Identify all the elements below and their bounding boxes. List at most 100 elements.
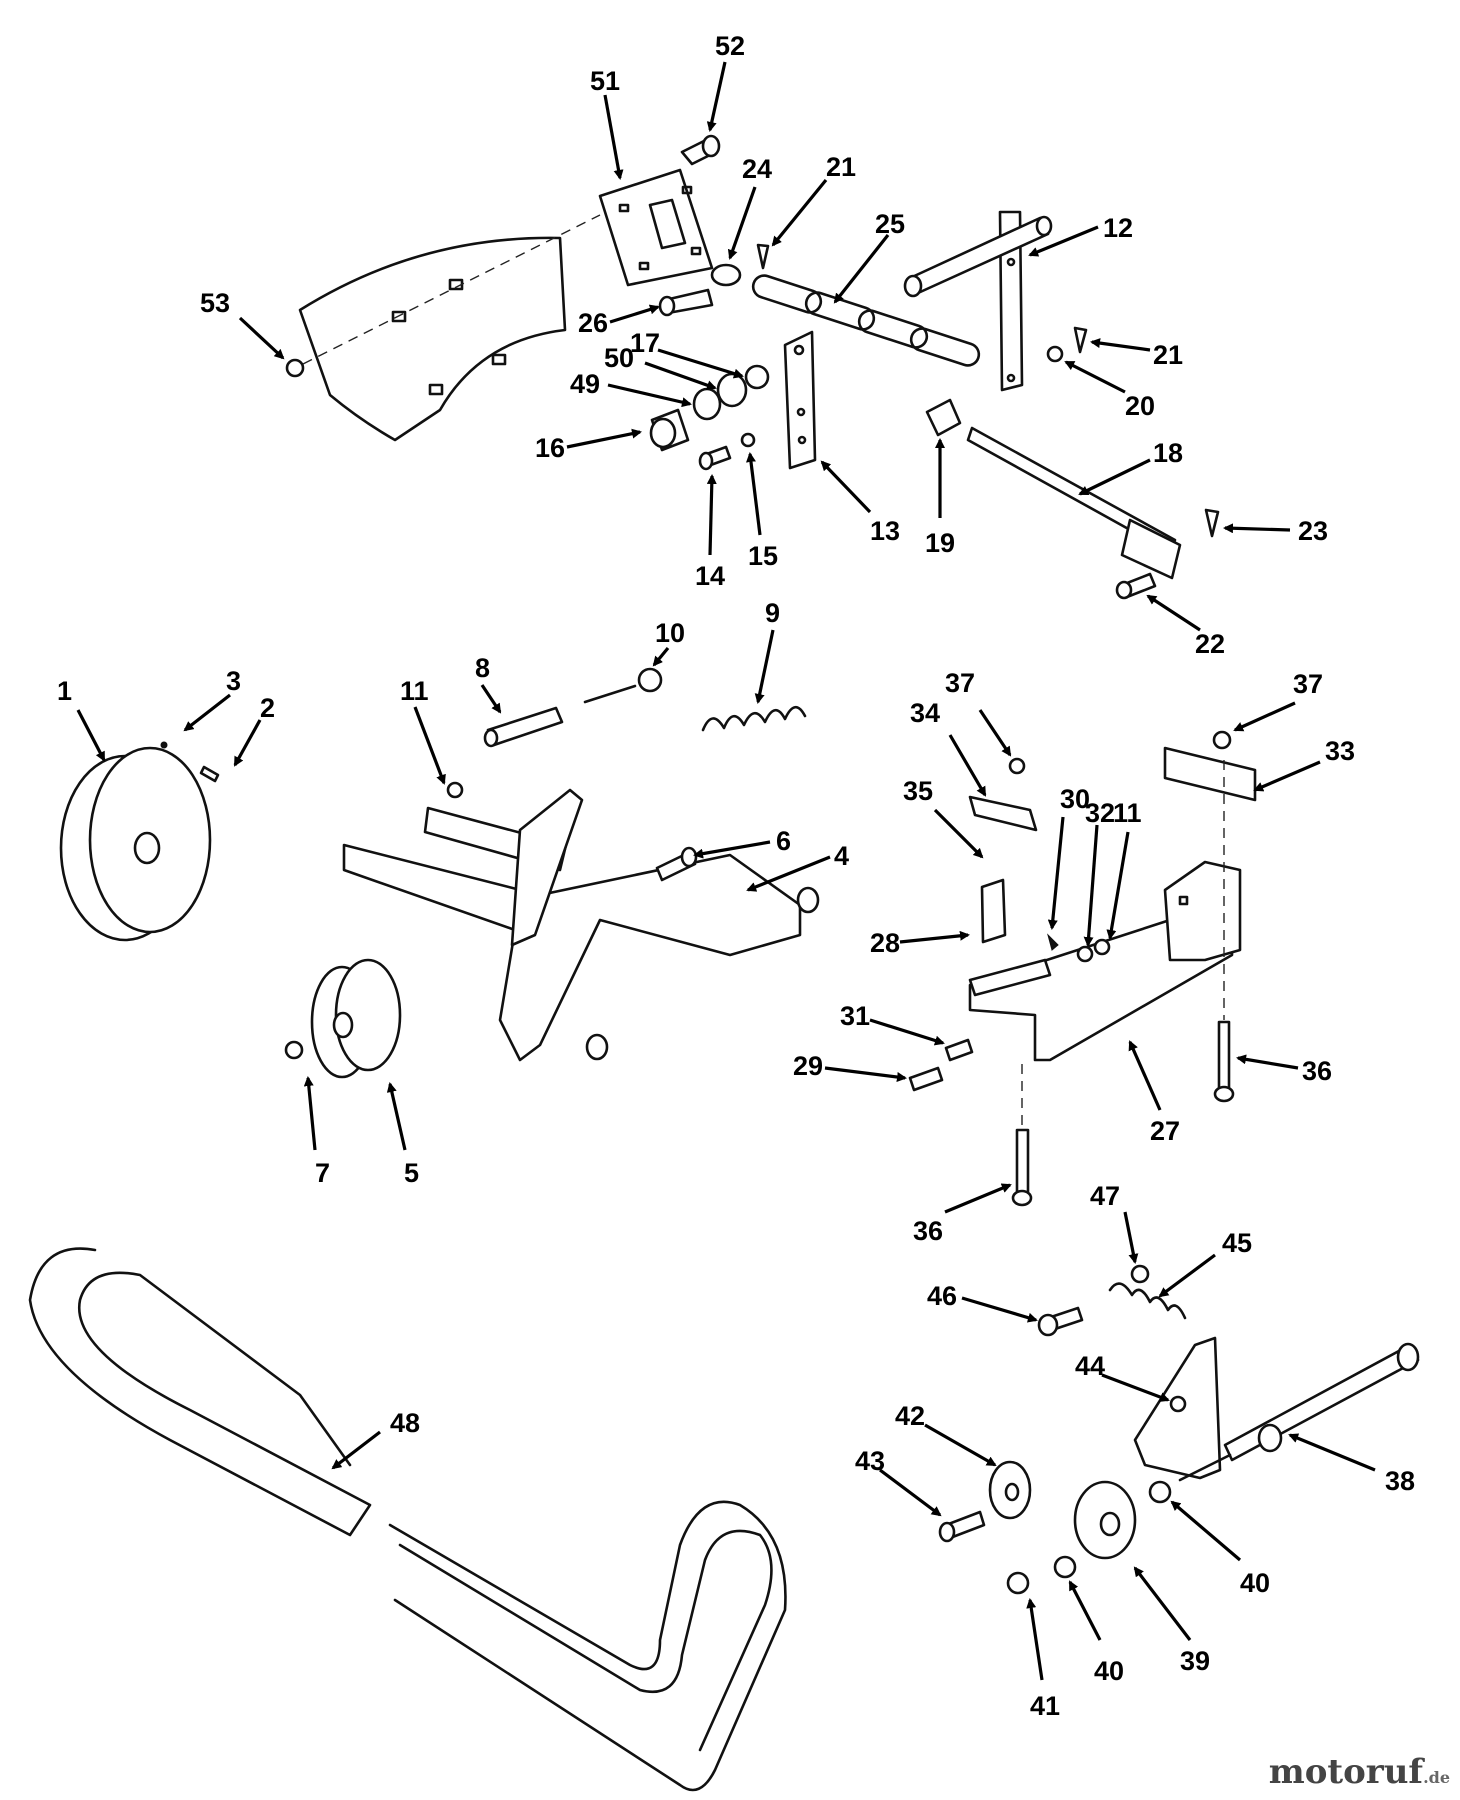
bracket-27-hole	[1178, 895, 1189, 906]
link-hole	[793, 344, 805, 356]
nut-44	[1169, 1395, 1187, 1413]
leader-43	[879, 1468, 942, 1517]
eyebolt-10-eye	[637, 667, 663, 693]
leader-44	[1101, 1373, 1170, 1402]
callout-21b: 21	[1153, 340, 1183, 370]
leader-4	[746, 855, 831, 892]
drive-pulley-1-hub	[133, 831, 161, 865]
callout-26: 26	[578, 308, 608, 338]
leader-3	[183, 693, 231, 732]
plate-hole	[638, 261, 650, 271]
leader-26	[609, 304, 660, 324]
callout-4: 4	[834, 841, 849, 871]
drive-belt-48	[28, 1247, 372, 1537]
drive-belt-48	[388, 1500, 787, 1792]
callout-5: 5	[404, 1158, 419, 1188]
watermark-name: motoruf	[1268, 1752, 1424, 1792]
callout-40b: 40	[1094, 1656, 1124, 1686]
idler-frame-4-boss	[585, 1033, 609, 1061]
bolt-36-right	[1217, 1020, 1231, 1092]
leader-14	[706, 474, 717, 556]
clevis-18	[1120, 518, 1182, 580]
washer-32	[1076, 945, 1094, 963]
leader-42	[924, 1423, 997, 1467]
bolt-36-lower	[1015, 1128, 1030, 1197]
arm-hole	[1006, 373, 1016, 383]
nut-37-left	[1008, 757, 1026, 775]
assembly-line	[302, 214, 601, 365]
bolt-43-head	[938, 1521, 956, 1543]
callout-17: 17	[630, 328, 660, 358]
callout-13: 13	[870, 516, 900, 546]
callout-44: 44	[1075, 1351, 1105, 1381]
leader-6	[693, 840, 771, 859]
callout-23: 23	[1298, 516, 1328, 546]
clip-21-lower	[1073, 326, 1088, 354]
key-2	[199, 765, 220, 783]
plate-hole	[690, 246, 702, 256]
callout-12: 12	[1103, 213, 1133, 243]
arm-hole	[1006, 257, 1016, 267]
shaft-38	[1223, 1343, 1420, 1462]
leader-22	[1146, 594, 1201, 632]
callout-45: 45	[1222, 1228, 1252, 1258]
set-screw-3	[160, 741, 168, 749]
leader-33	[1253, 760, 1321, 792]
pulley-39-hub	[1099, 1511, 1121, 1537]
pulley-39	[1073, 1480, 1137, 1560]
callout-33: 33	[1325, 736, 1355, 766]
nut-37-right	[1212, 730, 1232, 750]
callout-7: 7	[315, 1158, 330, 1188]
bearing-49	[692, 387, 722, 421]
idler-frame-4	[342, 843, 802, 1062]
leader-49	[607, 383, 692, 408]
leader-32	[1083, 824, 1099, 947]
leader-21b	[1090, 338, 1151, 352]
bolt-36-lower-head	[1011, 1189, 1033, 1207]
bracket-27-upright	[1163, 860, 1242, 962]
clip-21-upper	[756, 243, 770, 270]
idler-pulley-5-rim	[334, 958, 402, 1072]
deflector-slot	[428, 383, 444, 396]
leader-30	[1047, 816, 1065, 930]
idler-pulley-42	[988, 1460, 1032, 1520]
callout-2: 2	[260, 693, 275, 723]
link-hole	[797, 435, 807, 445]
callout-21a: 21	[826, 152, 856, 182]
plate-hole	[681, 185, 693, 195]
callout-37b: 37	[1293, 669, 1323, 699]
callout-48: 48	[390, 1408, 420, 1438]
callout-52: 52	[715, 31, 745, 61]
nut-15	[740, 432, 756, 448]
leader-23	[1223, 523, 1291, 534]
lift-arm-12-end	[903, 274, 923, 298]
callout-31: 31	[840, 1001, 870, 1031]
link-plate-13	[783, 330, 817, 470]
leader-36b	[944, 1183, 1012, 1214]
nut-11-right	[1093, 938, 1111, 956]
leader-40b	[1068, 1580, 1102, 1641]
callout-40a: 40	[1240, 1568, 1270, 1598]
spring-anchor-8	[486, 706, 564, 747]
nut-7	[284, 1040, 304, 1060]
callout-22: 22	[1195, 629, 1225, 659]
bolt-14-head	[698, 451, 714, 471]
pin-22-head	[1115, 580, 1133, 600]
leader-40a	[1170, 1500, 1242, 1562]
leader-27	[1128, 1040, 1162, 1111]
clip-23	[1204, 508, 1220, 538]
callout-38: 38	[1385, 1466, 1415, 1496]
leader-48	[331, 1430, 381, 1470]
bolt-52-head	[701, 134, 721, 158]
callout-27: 27	[1150, 1116, 1180, 1146]
leader-16	[566, 428, 642, 449]
spring-pin-30	[1047, 933, 1059, 951]
leader-29	[824, 1066, 907, 1082]
idler-frame-4-boss	[796, 886, 820, 914]
idler-pulley-5-hub	[332, 1011, 354, 1039]
callout-9: 9	[765, 598, 780, 628]
callout-19: 19	[925, 528, 955, 558]
callout-41: 41	[1030, 1691, 1060, 1721]
shaft-38-end	[1396, 1342, 1420, 1372]
